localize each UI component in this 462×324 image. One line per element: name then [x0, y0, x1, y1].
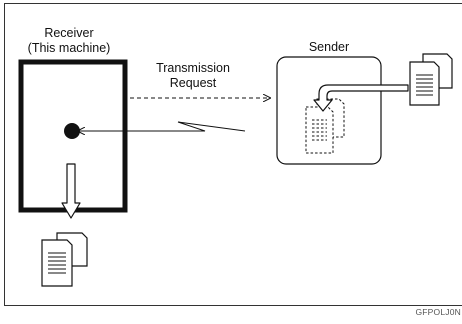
document-stack-icon — [409, 53, 453, 106]
sender-label: Sender — [308, 40, 350, 54]
receiver-sublabel: (This machine) — [27, 41, 111, 55]
down-arrow-icon — [61, 163, 81, 219]
transmission-request-label-line2: Request — [169, 76, 217, 90]
transmission-request-label-line1: Transmission — [156, 61, 230, 75]
receiver-dot — [64, 123, 80, 139]
figure-code: GFPOLJ0N — [415, 307, 461, 317]
curved-arrow-icon — [313, 84, 409, 112]
document-transfer-arrow — [78, 121, 246, 131]
received-document-icon — [41, 232, 88, 287]
receiver-label: Receiver — [44, 26, 94, 40]
